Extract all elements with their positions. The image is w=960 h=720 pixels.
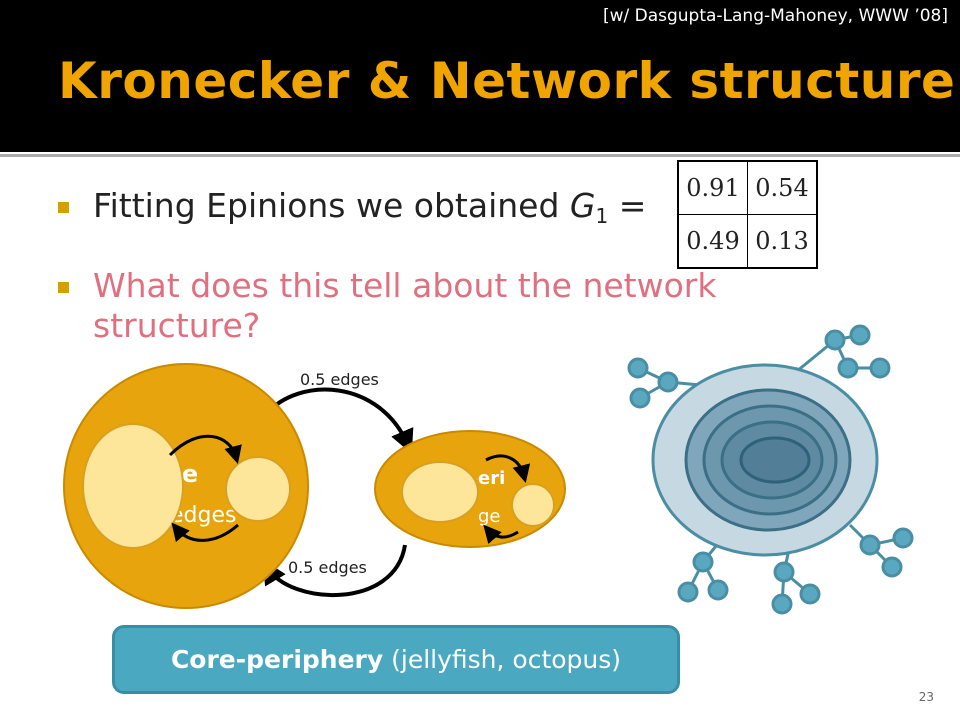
periphery-edges-label: ge bbox=[478, 506, 501, 527]
core-inner-large bbox=[82, 423, 184, 549]
periphery-label: eri bbox=[478, 468, 505, 489]
matrix-cell: 0.49 bbox=[677, 214, 748, 269]
matrix-cell: 0.13 bbox=[747, 214, 818, 269]
callout-bold: Core-periphery bbox=[170, 645, 384, 674]
bullet-icon bbox=[58, 202, 69, 213]
matrix-cell: 0.54 bbox=[747, 160, 818, 215]
bullet-icon bbox=[58, 282, 69, 293]
edge-core-to-periphery bbox=[263, 387, 414, 454]
page-number: 23 bbox=[918, 690, 934, 704]
conclusion-callout: Core-periphery (jellyfish, octopus) bbox=[112, 625, 680, 694]
periphery-inner-small bbox=[511, 483, 555, 527]
slide-title: Kronecker & Network structure bbox=[58, 52, 956, 110]
callout-rest: (jellyfish, octopus) bbox=[391, 645, 622, 674]
top-edge-label: 0.5 edges bbox=[300, 370, 379, 389]
question-text: What does this tell about the network st… bbox=[93, 266, 717, 345]
core-inner-small bbox=[225, 456, 291, 522]
header-bar: [w/ Dasgupta-Lang-Mahoney, WWW ’08] Kron… bbox=[0, 0, 960, 152]
jellyfish-graph bbox=[627, 324, 914, 615]
citation: [w/ Dasgupta-Lang-Mahoney, WWW ’08] bbox=[602, 6, 948, 26]
equals-sign: = bbox=[618, 186, 647, 225]
divider bbox=[0, 154, 960, 157]
periphery-inner-large bbox=[401, 461, 479, 523]
edge-periphery-to-core bbox=[263, 544, 407, 598]
bullet-text: Fitting Epinions we obtained bbox=[93, 186, 560, 225]
initiator-matrix: 0.91 0.54 0.49 0.13 bbox=[677, 160, 818, 269]
bottom-edge-label: 0.5 edges bbox=[288, 558, 367, 577]
matrix-cell: 0.91 bbox=[677, 160, 748, 215]
matrix-variable: G1 bbox=[569, 186, 609, 228]
